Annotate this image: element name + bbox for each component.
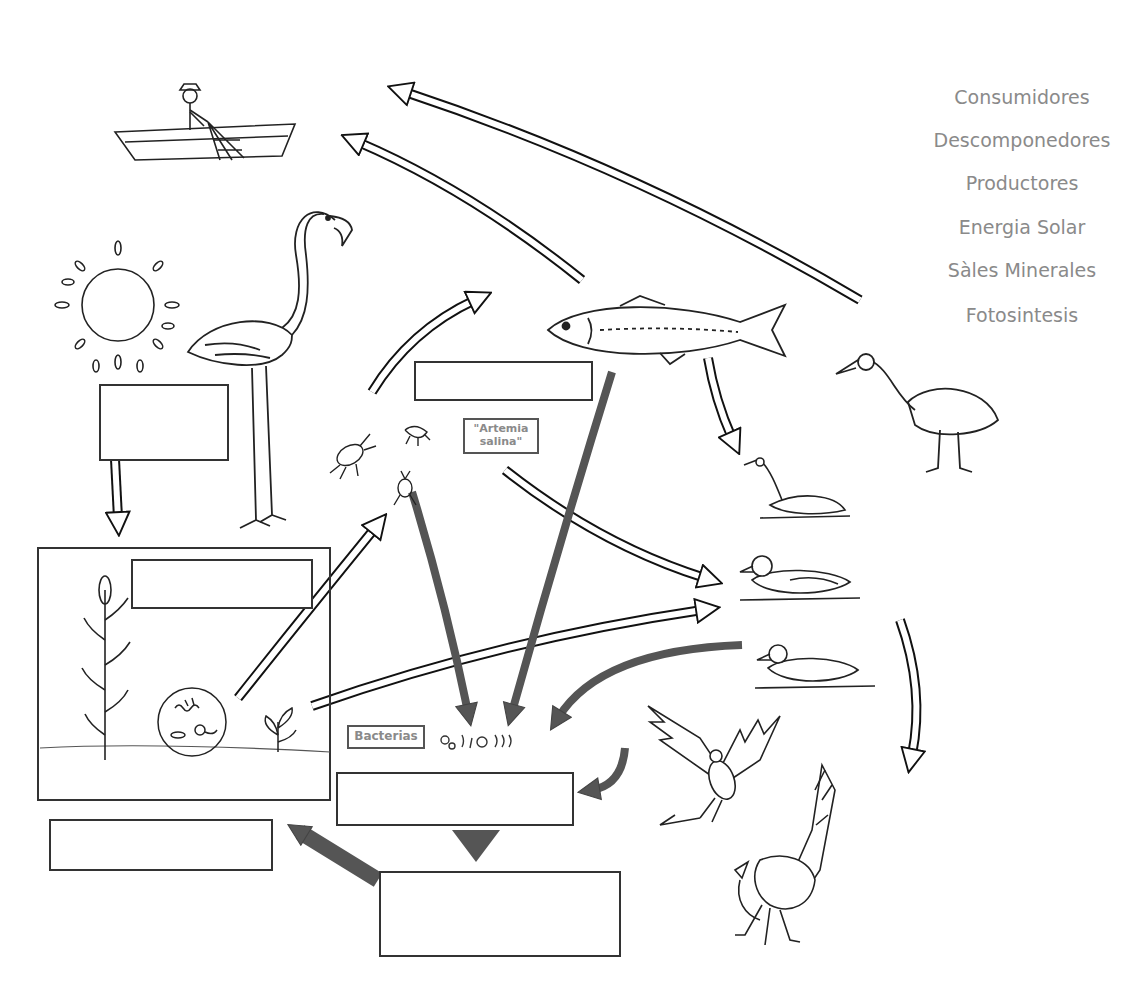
grebe bbox=[744, 458, 850, 518]
grey-arrows bbox=[412, 372, 742, 790]
word-bank-term: Productores bbox=[966, 172, 1079, 194]
arrow-artemia-to-duck bbox=[505, 470, 705, 578]
word-bank-term: Sàles Minerales bbox=[948, 259, 1096, 281]
organism-label-box: "Artemia salina" bbox=[463, 418, 539, 453]
word-bank-term: Energia Solar bbox=[959, 216, 1086, 238]
reed-plant bbox=[82, 576, 130, 760]
arrow-heron-to-fisherman bbox=[405, 92, 860, 300]
fisherman-boat bbox=[115, 84, 295, 160]
arrow-eagle-to-bacteria bbox=[592, 748, 625, 790]
sun bbox=[55, 241, 179, 372]
duck-two bbox=[755, 645, 875, 688]
microbes bbox=[441, 735, 511, 749]
word-bank-term: Consumidores bbox=[954, 86, 1089, 108]
arrow-minerals-to-producers bbox=[300, 832, 378, 880]
plankton-circle bbox=[158, 688, 226, 756]
down-triangle bbox=[452, 830, 500, 862]
fox bbox=[735, 765, 835, 945]
fish bbox=[548, 296, 785, 364]
arrow-fish-to-fisherman bbox=[358, 142, 582, 280]
arrow-fish-to-duck bbox=[708, 358, 732, 438]
insects bbox=[330, 426, 430, 505]
producers-frame bbox=[38, 548, 330, 800]
answer-boxes bbox=[50, 362, 620, 956]
arrow-ducks-to-predators bbox=[900, 620, 916, 755]
water-line bbox=[40, 746, 330, 752]
heron bbox=[836, 354, 998, 472]
arrow-plankton-to-insects bbox=[238, 528, 375, 698]
flamingo bbox=[188, 212, 352, 528]
arrow-insects-to-bacteria bbox=[412, 492, 468, 712]
node-text: Bacterias bbox=[354, 730, 418, 744]
duck-one bbox=[740, 556, 860, 600]
hollow-arrows bbox=[112, 92, 916, 755]
word-bank-term: Fotosintesis bbox=[966, 304, 1078, 326]
small-plant bbox=[265, 708, 296, 752]
organism-label-box: Bacterias bbox=[347, 725, 425, 749]
word-bank-term: Descomponedores bbox=[934, 129, 1111, 151]
node-text: "Artemia salina" bbox=[470, 423, 532, 448]
eagle bbox=[648, 706, 780, 825]
